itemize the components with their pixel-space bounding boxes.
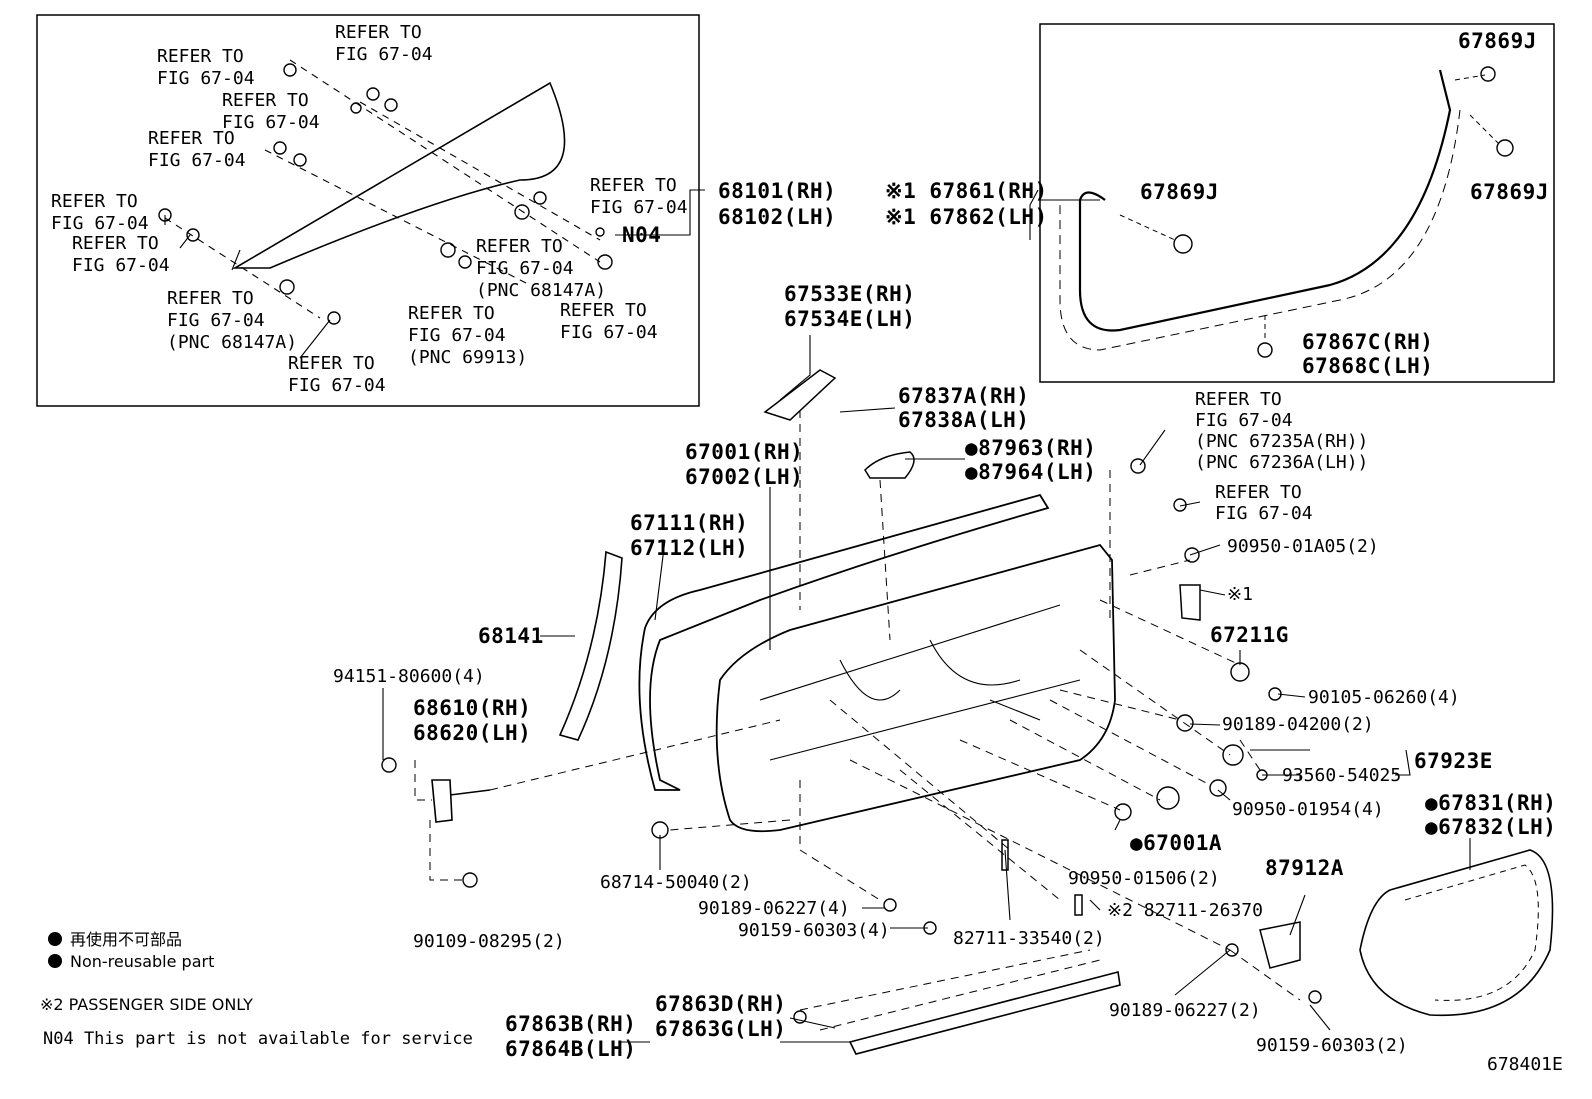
service-hole-cover-dashes	[1404, 864, 1539, 1001]
legend-jp: 再使用不可部品	[48, 926, 182, 950]
door-outer-panel	[638, 493, 1050, 791]
mirror-patch	[864, 451, 915, 479]
legend-en-text: Non-reusable part	[70, 952, 215, 971]
part-87912a: 87912A	[1265, 856, 1344, 880]
ref-label-lower-right: REFER TO FIG 67-04	[560, 300, 658, 343]
part-67533e: 67533E(RH) 67534E(LH)	[784, 282, 916, 331]
part-90189-06227-b: 90189-06227(2)	[1109, 1000, 1261, 1021]
part-68610: 68610(RH) 68620(LH)	[413, 696, 532, 745]
weatherstrip-inset-box	[1039, 23, 1555, 383]
weatherstrip-clip-leaders	[1119, 74, 1501, 340]
mark-1-label: ※1	[1227, 584, 1253, 605]
part-67923e: 67923E	[1414, 749, 1493, 773]
part-67867c: 67867C(RH) 67868C(LH)	[1302, 330, 1434, 378]
part-90159-60303-a: 90159-60303(4)	[738, 920, 890, 941]
part-67831: ●67831(RH) ●67832(LH)	[1425, 791, 1557, 839]
rocker-moulding	[848, 971, 1121, 1055]
part-67837a: 67837A(RH) 67838A(LH)	[898, 384, 1030, 432]
part-82711-33540: 82711-33540(2)	[953, 928, 1105, 949]
part-90950-01a05: 90950-01A05(2)	[1227, 536, 1379, 557]
part-90109: 90109-08295(2)	[413, 931, 565, 952]
ref-label-top-mid: REFER TO FIG 67-04	[335, 22, 433, 65]
door-assembly-leaders	[414, 410, 1301, 1001]
part-67863b: 67863B(RH) 67864B(LH)	[505, 1012, 637, 1061]
part-87963: ●87963(RH) ●87964(LH)	[965, 436, 1097, 484]
door-glass-shape	[232, 81, 566, 269]
weatherstrip-outline-dashes	[1059, 109, 1461, 351]
note-n04: N04 This part is not available for servi…	[43, 1029, 473, 1049]
legend-en: Non-reusable part	[48, 952, 214, 971]
figure-id: 678401E	[1487, 1054, 1563, 1075]
ref-label-glass-right: REFER TO FIG 67-04	[590, 175, 688, 218]
ref-label-68147a-left: REFER TO FIG 67-04 (PNC 68147A)	[167, 288, 298, 353]
part-90159-60303-b: 90159-60303(2)	[1256, 1035, 1408, 1056]
glass-guide-dashes	[164, 59, 601, 319]
part-67863d: 67863D(RH) 67863G(LH)	[655, 992, 787, 1041]
non-reusable-dot-icon	[48, 954, 62, 968]
part-90189-04200: 90189-04200(2)	[1222, 714, 1374, 735]
part-94151: 94151-80600(4)	[333, 666, 485, 687]
mirror-base-cover	[763, 369, 837, 421]
part-67001: 67001(RH) 67002(LH)	[685, 440, 804, 489]
ref-label-hinge-bolt: REFER TO FIG 67-04	[1215, 482, 1313, 524]
part-82711-26370: ※2 82711-26370	[1107, 900, 1263, 921]
ref-label-left2: REFER TO FIG 67-04	[222, 90, 320, 133]
legend-jp-text: 再使用不可部品	[70, 930, 183, 949]
door-check-bracket	[431, 779, 491, 823]
ref-label-left3: REFER TO FIG 67-04	[148, 128, 246, 171]
ref-label-68147a-right: REFER TO FIG 67-04 (PNC 68147A)	[476, 236, 607, 301]
trim-bracket	[1179, 584, 1201, 621]
part-90105: 90105-06260(4)	[1308, 687, 1460, 708]
part-90950-01506: 90950-01506(2)	[1068, 868, 1220, 889]
non-reusable-dot-icon	[48, 932, 62, 946]
ref-label-bottom-left: REFER TO FIG 67-04	[288, 353, 386, 396]
door-inner-panel	[715, 543, 1116, 833]
part-67869j-top: 67869J	[1458, 29, 1537, 53]
part-90950-01954: 90950-01954(4)	[1232, 799, 1384, 820]
ref-label-left4: REFER TO FIG 67-04	[51, 191, 149, 234]
n04-label: N04	[622, 223, 662, 247]
rocker-clip-dashes	[799, 949, 1101, 1031]
note-passenger-side: ※2 PASSENGER SIDE ONLY	[40, 995, 253, 1014]
part-67111: 67111(RH) 67112(LH)	[630, 511, 749, 560]
glass-inset-box	[36, 14, 700, 407]
part-68101: 68101(RH) 68102(LH)	[718, 179, 837, 229]
door-weatherstrip	[1078, 69, 1452, 332]
ref-label-69913: REFER TO FIG 67-04 (PNC 69913)	[408, 303, 528, 368]
ref-label-top-left: REFER TO FIG 67-04	[157, 46, 255, 89]
bracket-82711	[1001, 839, 1083, 916]
bracket-87912a	[1259, 921, 1301, 969]
fastener-parts	[158, 63, 1514, 1024]
part-67869j-right: 67869J	[1470, 180, 1549, 204]
part-93560: 93560-54025	[1282, 765, 1402, 786]
part-68714: 68714-50040(2)	[600, 872, 752, 893]
ref-label-67235a: REFER TO FIG 67-04 (PNC 67235A(RH)) (PNC…	[1195, 389, 1369, 473]
part-68141: 68141	[478, 624, 544, 648]
part-90189-06227-a: 90189-06227(4)	[698, 898, 850, 919]
label-leaders	[164, 189, 1471, 1043]
part-67211g: 67211G	[1210, 623, 1289, 647]
part-67861: ※1 67861(RH) ※1 67862(LH)	[885, 179, 1048, 229]
door-inner-detail	[759, 604, 1081, 761]
ref-label-left5: REFER TO FIG 67-04	[72, 233, 170, 276]
service-hole-cover	[1359, 849, 1554, 1017]
window-frame-strip	[558, 550, 623, 741]
part-67001a: ●67001A	[1130, 831, 1223, 855]
part-67869j-mid: 67869J	[1140, 180, 1219, 204]
